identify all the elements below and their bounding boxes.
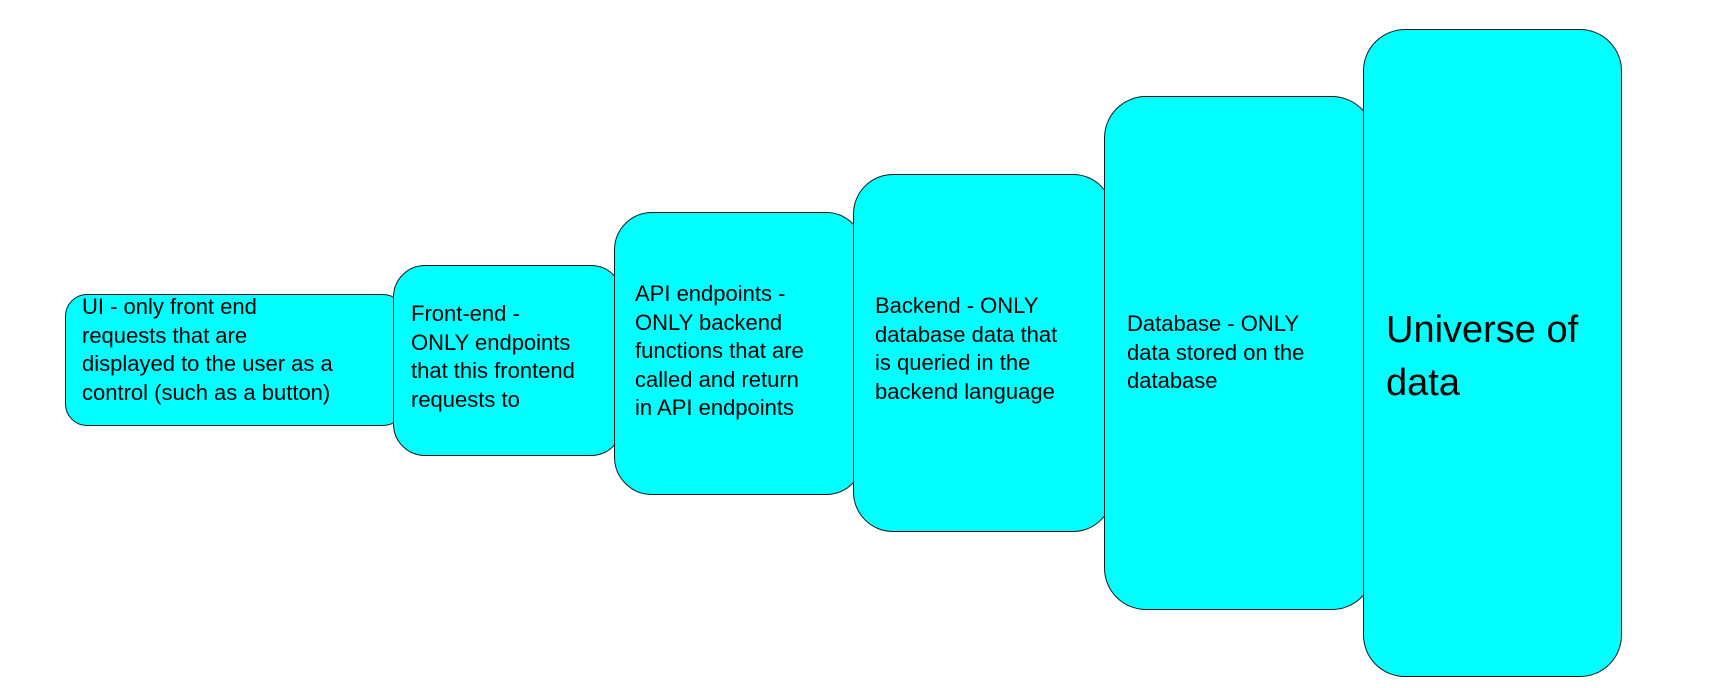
box-backend: Backend - ONLY database data that is que… — [853, 174, 1113, 532]
box-backend-label: Backend - ONLY database data that is que… — [875, 293, 1058, 404]
box-universe-of-data-label: Universe of data — [1386, 309, 1579, 404]
box-front-end: Front-end - ONLY endpoints that this fro… — [393, 265, 623, 456]
box-database-label: Database - ONLY data stored on the datab… — [1127, 311, 1305, 393]
box-front-end-label: Front-end - ONLY endpoints that this fro… — [411, 301, 575, 412]
box-api-endpoints-label: API endpoints - ONLY backend functions t… — [635, 281, 804, 420]
box-ui: UI - only front end requests that are di… — [65, 294, 405, 426]
box-universe-of-data: Universe of data — [1363, 29, 1622, 677]
box-database: Database - ONLY data stored on the datab… — [1104, 96, 1374, 610]
box-ui-label: UI - only front end requests that are di… — [82, 294, 333, 405]
box-api-endpoints: API endpoints - ONLY backend functions t… — [614, 212, 864, 495]
